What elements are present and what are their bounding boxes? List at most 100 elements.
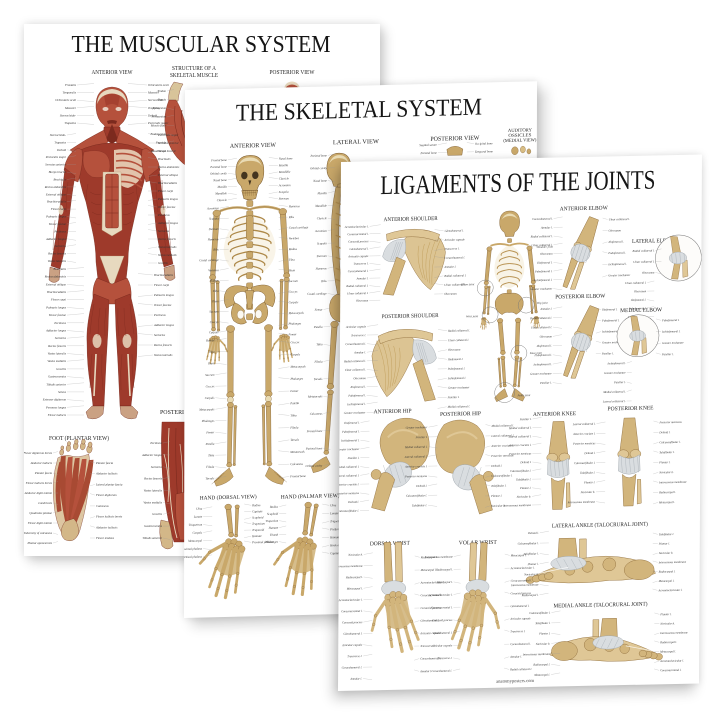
svg-text:Acromioclavicular l.: Acromioclavicular l. <box>420 580 445 585</box>
svg-text:Coccyx: Coccyx <box>206 384 216 388</box>
svg-text:Coracoacromial l.: Coracoacromial l. <box>431 605 453 609</box>
svg-text:Coracoacromial l.: Coracoacromial l. <box>421 593 443 597</box>
svg-text:Ulna: Ulna <box>330 503 337 507</box>
svg-text:Vastus lateralis: Vastus lateralis <box>154 353 173 357</box>
svg-text:Pisiform: Pisiform <box>329 527 341 531</box>
svg-text:Deltoid l.: Deltoid l. <box>527 531 539 535</box>
svg-text:Clavicle: Clavicle <box>279 176 290 180</box>
svg-text:Flexor hallucis brevis: Flexor hallucis brevis <box>95 515 123 519</box>
svg-text:Radial collateral l.: Radial collateral l. <box>632 248 655 252</box>
svg-text:Anterior cruciate l.: Anterior cruciate l. <box>572 431 596 435</box>
svg-text:Sartorius: Sartorius <box>154 333 166 337</box>
svg-text:Metacarpals: Metacarpals <box>289 364 306 368</box>
svg-text:Gracilis: Gracilis <box>152 512 163 516</box>
svg-text:Tarsals: Tarsals <box>290 438 300 442</box>
svg-text:Extensor digitorum: Extensor digitorum <box>42 398 67 402</box>
svg-text:Interosseous membrane: Interosseous membrane <box>522 652 551 657</box>
svg-text:Muscle fiber: Muscle fiber <box>150 123 167 127</box>
svg-text:Scapula: Scapula <box>279 190 289 194</box>
svg-text:Coracoacromial l.: Coracoacromial l. <box>511 578 533 582</box>
svg-text:Metacarpal l.: Metacarpal l. <box>420 568 437 572</box>
svg-text:Brachioradialis: Brachioradialis <box>47 290 67 294</box>
svg-text:Patella: Patella <box>313 325 323 329</box>
svg-text:Coracoid process: Coracoid process <box>348 239 369 243</box>
svg-text:Orbital cavity: Orbital cavity <box>210 171 227 175</box>
svg-text:Femur: Femur <box>288 332 298 336</box>
svg-text:Proximal phalanx: Proximal phalanx <box>251 540 274 545</box>
svg-text:Fibula: Fibula <box>289 425 299 429</box>
svg-text:Deltoid l.: Deltoid l. <box>658 430 670 434</box>
svg-text:Mandible: Mandible <box>214 191 227 195</box>
svg-text:Sternocleido-: Sternocleido- <box>148 98 164 102</box>
svg-text:Parietal bone: Parietal bone <box>419 151 437 155</box>
svg-text:Ischiofemoral l.: Ischiofemoral l. <box>533 278 553 282</box>
svg-text:Clavicle: Clavicle <box>317 216 328 220</box>
svg-text:AUDITORY: AUDITORY <box>508 127 533 133</box>
svg-text:Metacarpal l.: Metacarpal l. <box>533 673 550 677</box>
svg-text:Ischiofemoral l.: Ischiofemoral l. <box>340 438 360 442</box>
svg-text:Coracohumeral l.: Coracohumeral l. <box>342 665 363 669</box>
svg-text:POSTERIOR KNEE: POSTERIOR KNEE <box>608 405 655 412</box>
svg-text:Vastus medialis: Vastus medialis <box>158 253 177 257</box>
svg-text:Articular capsule: Articular capsule <box>444 237 466 241</box>
svg-text:Metacarpal: Metacarpal <box>187 539 202 543</box>
svg-text:Calcaneofibular l.: Calcaneofibular l. <box>574 461 595 465</box>
svg-text:Interosseous membrane: Interosseous membrane <box>659 630 688 635</box>
svg-text:Coracoid process: Coracoid process <box>420 606 441 610</box>
svg-text:Greater trochanter: Greater trochanter <box>406 425 429 429</box>
svg-text:Femur: Femur <box>289 389 299 393</box>
svg-text:Glenohumeral l.: Glenohumeral l. <box>445 228 464 232</box>
svg-text:Carpals: Carpals <box>205 396 216 400</box>
svg-text:Coracoid process: Coracoid process <box>432 618 453 622</box>
svg-text:Radial collateral l.: Radial collateral l. <box>530 234 553 238</box>
svg-text:Blood vessel: Blood vessel <box>151 149 166 153</box>
svg-text:Transverse l.: Transverse l. <box>351 333 366 337</box>
svg-text:Acromioclavicular l.: Acromioclavicular l. <box>658 588 683 593</box>
svg-text:Tuberosity of calcaneus: Tuberosity of calcaneus <box>24 531 53 535</box>
svg-text:Metacarpals: Metacarpals <box>198 407 215 411</box>
svg-text:Pectoralis major: Pectoralis major <box>45 155 67 159</box>
svg-text:Plantar l.: Plantar l. <box>658 460 670 464</box>
svg-text:Vertebra: Vertebra <box>289 236 300 240</box>
svg-text:Navicular b.: Navicular b. <box>658 551 674 555</box>
svg-text:Coracoid process: Coracoid process <box>342 620 363 624</box>
svg-text:Scapula: Scapula <box>317 241 327 245</box>
svg-text:Lateral plantar fascia: Lateral plantar fascia <box>95 482 123 486</box>
svg-text:Pectineus: Pectineus <box>53 321 66 325</box>
svg-text:Masseter: Masseter <box>64 106 77 110</box>
svg-text:POSTERI: POSTERI <box>160 410 184 416</box>
svg-text:Olecranon: Olecranon <box>540 334 553 338</box>
svg-text:Pubofemoral l.: Pubofemoral l. <box>341 429 360 433</box>
svg-text:Palmaris longus: Palmaris longus <box>153 293 175 297</box>
svg-text:Lunate: Lunate <box>193 515 203 519</box>
svg-text:Tarsals: Tarsals <box>206 476 216 480</box>
svg-text:Olecranon: Olecranon <box>642 270 655 274</box>
svg-text:Ischiofemoral l.: Ischiofemoral l. <box>533 362 553 366</box>
svg-text:Sternocleido-: Sternocleido- <box>50 133 66 137</box>
svg-text:Brachialis: Brachialis <box>54 178 67 182</box>
svg-text:Vastus medialis: Vastus medialis <box>47 359 66 363</box>
svg-text:Radius: Radius <box>209 278 219 282</box>
svg-text:Radiocarpal l.: Radiocarpal l. <box>659 640 677 644</box>
svg-text:Pectoralis major: Pectoralis major <box>147 121 169 125</box>
svg-text:Gastrocnemius: Gastrocnemius <box>48 375 67 379</box>
svg-text:Plantar l.: Plantar l. <box>490 494 502 498</box>
svg-text:Vertebra: Vertebra <box>208 268 219 272</box>
svg-text:Brachialis: Brachialis <box>54 267 67 271</box>
svg-text:Trapezium: Trapezium <box>266 519 280 523</box>
svg-text:Proximal phalanx: Proximal phalanx <box>184 547 203 552</box>
svg-text:Tendon: Tendon <box>157 89 166 93</box>
svg-text:External oblique: External oblique <box>157 173 179 177</box>
svg-text:Iliofemoral l.: Iliofemoral l. <box>536 344 553 348</box>
svg-text:Articular capsule: Articular capsule <box>431 643 453 647</box>
svg-text:Metacarpal l.: Metacarpal l. <box>659 649 676 653</box>
svg-text:Carpals: Carpals <box>289 300 300 304</box>
svg-text:SKELETAL MUSCLE: SKELETAL MUSCLE <box>170 73 218 79</box>
svg-text:Flexor carpi: Flexor carpi <box>157 189 173 193</box>
svg-text:Abductor hallucis: Abductor hallucis <box>95 472 118 476</box>
svg-text:Sternum: Sternum <box>317 254 328 258</box>
svg-text:Anterior cruciate l.: Anterior cruciate l. <box>338 482 359 486</box>
svg-text:Triquetrum: Triquetrum <box>330 519 344 523</box>
svg-text:Lateral collateral l.: Lateral collateral l. <box>404 454 428 458</box>
svg-text:Radial collateral l.: Radial collateral l. <box>447 328 470 332</box>
